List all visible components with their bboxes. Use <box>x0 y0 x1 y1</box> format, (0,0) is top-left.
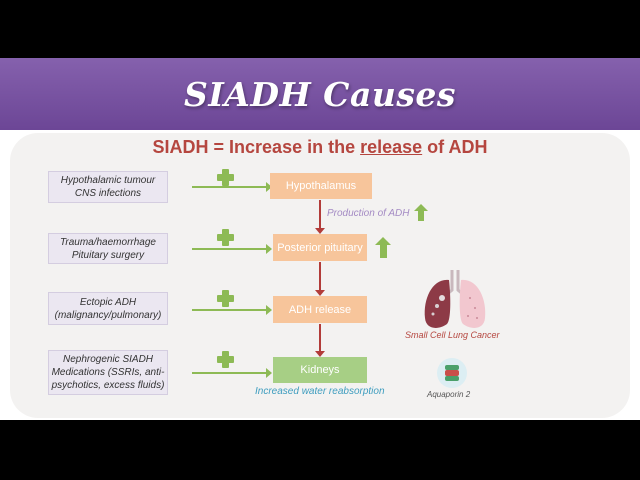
aquaporin-label: Aquaporin 2 <box>427 390 471 399</box>
cause-line: CNS infections <box>74 188 142 199</box>
cause-box-nephrogenic: Nephrogenic SIADH Medications (SSRIs, an… <box>48 350 168 395</box>
headline-suffix: of ADH <box>422 137 488 157</box>
cause-line: Hypothalamic tumour <box>60 175 156 186</box>
node-hypothalamus: Hypothalamus <box>270 173 372 199</box>
bottom-letterbox <box>0 420 640 480</box>
plus-icon <box>217 290 234 307</box>
lung-cancer-label: Small Cell Lung Cancer <box>405 330 500 340</box>
cause-arrow <box>192 182 272 192</box>
cause-box-hypothalamic: Hypothalamic tumour CNS infections <box>48 171 168 203</box>
pathway-arrow <box>315 200 325 234</box>
cause-arrow <box>192 244 272 254</box>
headline: SIADH = Increase in the release of ADH <box>0 137 640 158</box>
aquaporin-icon <box>437 358 467 388</box>
headline-prefix: SIADH = Increase in the <box>152 137 361 157</box>
plus-icon <box>217 229 234 246</box>
production-label: Production of ADH <box>327 208 410 219</box>
up-arrow-icon <box>375 237 391 258</box>
node-kidneys: Kidneys <box>273 357 367 383</box>
lungs-icon <box>424 270 486 328</box>
pathway-arrow <box>315 262 325 296</box>
cause-arrow <box>192 368 272 378</box>
cause-box-pituitary: Trauma/haemorrhage Pituitary surgery <box>48 233 168 264</box>
up-arrow-icon <box>414 204 428 221</box>
pathway-arrow <box>315 324 325 357</box>
cause-line: Medications (SSRIs, anti- <box>51 367 165 378</box>
top-letterbox <box>0 0 640 58</box>
cause-line: psychotics, excess fluids) <box>51 380 165 391</box>
node-adh-release: ADH release <box>273 296 367 323</box>
plus-icon <box>217 169 234 186</box>
node-posterior-pituitary: Posterior pituitary <box>273 234 367 261</box>
cause-line: Ectopic ADH <box>79 296 137 308</box>
cause-line: Nephrogenic SIADH <box>62 354 154 365</box>
cause-line: (malignancy/pulmonary) <box>54 309 162 321</box>
slide-title: SIADH Causes <box>184 74 456 114</box>
cause-arrow <box>192 305 272 315</box>
cause-line: Trauma/haemorrhage <box>60 236 156 248</box>
plus-icon <box>217 351 234 368</box>
cause-line: Pituitary surgery <box>71 249 145 261</box>
headline-underlined: release <box>360 137 423 157</box>
cause-box-ectopic: Ectopic ADH (malignancy/pulmonary) <box>48 292 168 325</box>
water-reabsorption-label: Increased water reabsorption <box>255 386 385 397</box>
title-banner: SIADH Causes <box>0 58 640 130</box>
